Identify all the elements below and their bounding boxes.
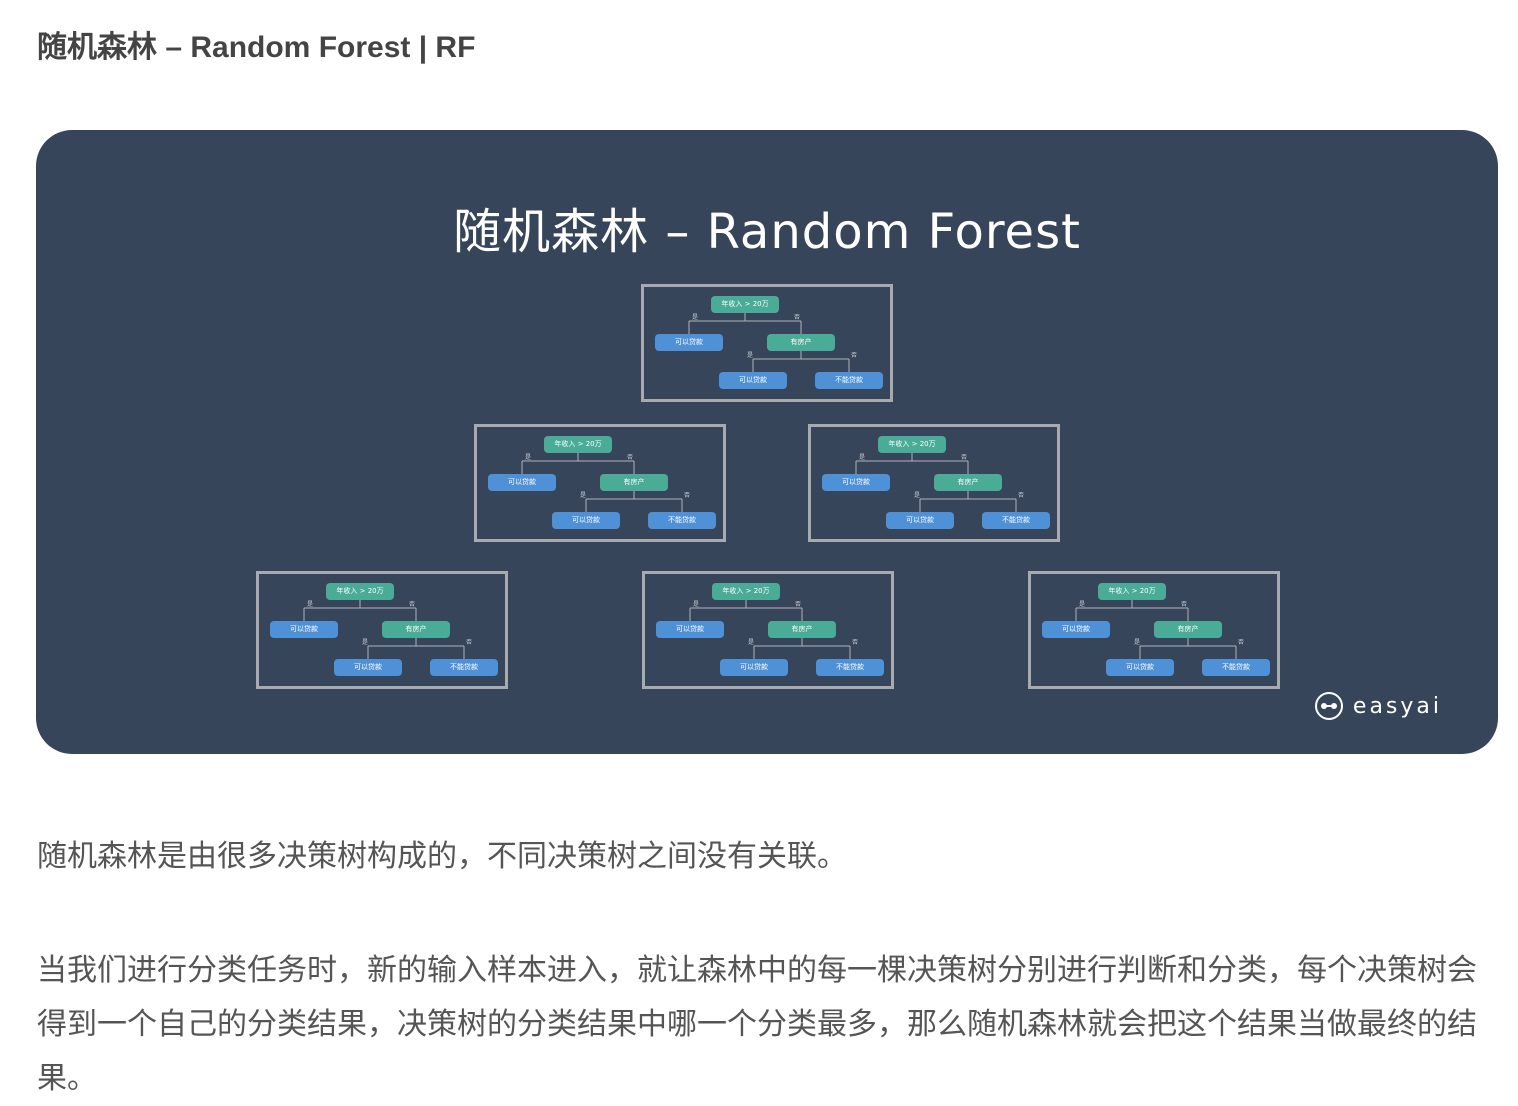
tree-connector-line <box>1139 638 1237 659</box>
tree-connector-line <box>689 600 803 621</box>
tree-branch-label: 否 <box>684 492 691 499</box>
tree-branch-label: 否 <box>961 454 968 461</box>
tree-connector-line <box>367 638 465 659</box>
banner-title: 随机森林 – Random Forest <box>453 204 1081 260</box>
tree-leaf-left: 可以贷款 <box>655 334 723 351</box>
tree-branch-label: 是 <box>692 314 699 321</box>
tree-branch-label: 是 <box>1079 601 1086 608</box>
tree-branch-label: 否 <box>851 352 858 359</box>
tree-leaf-left: 可以贷款 <box>822 474 890 491</box>
tree-node-mid: 有房产 <box>600 474 668 491</box>
tree-connector-line <box>303 600 417 621</box>
tree-branch-label: 是 <box>1134 639 1141 646</box>
tree-connectors <box>689 600 851 659</box>
tree-connector-line <box>752 351 850 372</box>
tree-leaf-mid: 可以贷款 <box>886 512 954 529</box>
tree-leaf-mid: 可以贷款 <box>552 512 620 529</box>
tree-connector-line <box>919 491 1017 512</box>
decision-tree: 是否是否年收入 > 20万可以贷款有房产可以贷款不能贷款 <box>1028 571 1280 689</box>
tree-leaf-mid: 可以贷款 <box>1106 659 1174 676</box>
tree-leaf-mid: 可以贷款 <box>334 659 402 676</box>
tree-connectors <box>1075 600 1237 659</box>
tree-connectors <box>688 313 850 372</box>
tree-leaf-right: 不能贷款 <box>815 372 883 389</box>
tree-branch-label: 否 <box>1018 492 1025 499</box>
tree-branch-label: 否 <box>794 314 801 321</box>
tree-branch-label: 否 <box>466 639 473 646</box>
tree-branch-label: 是 <box>747 352 754 359</box>
tree-connectors <box>303 600 465 659</box>
tree-leaf-right: 不能贷款 <box>982 512 1050 529</box>
tree-branch-label: 否 <box>852 639 859 646</box>
tree-branch-label: 否 <box>795 601 802 608</box>
decision-tree: 是否是否年收入 > 20万可以贷款有房产可以贷款不能贷款 <box>256 571 508 689</box>
tree-node-mid: 有房产 <box>382 621 450 638</box>
page-heading: 随机森林 – Random Forest | RF <box>37 31 476 64</box>
tree-branch-label: 否 <box>627 454 634 461</box>
decision-tree: 是否是否年收入 > 20万可以贷款有房产可以贷款不能贷款 <box>642 571 894 689</box>
tree-branch-label: 否 <box>1181 601 1188 608</box>
paragraph-classification: 当我们进行分类任务时，新的输入样本进入，就让森林中的每一棵决策树分别进行判断和分… <box>37 953 1477 1096</box>
tree-node-root: 年收入 > 20万 <box>712 583 780 600</box>
tree-leaf-left: 可以贷款 <box>270 621 338 638</box>
tree-connectors <box>855 453 1017 512</box>
tree-branch-label: 是 <box>525 454 532 461</box>
tree-node-mid: 有房产 <box>767 334 835 351</box>
tree-connector-line <box>688 313 802 334</box>
tree-connector-line <box>753 638 851 659</box>
tree-branch-label: 是 <box>580 492 587 499</box>
tree-leaf-mid: 可以贷款 <box>719 372 787 389</box>
tree-connectors <box>521 453 683 512</box>
tree-branch-label: 是 <box>914 492 921 499</box>
tree-leaf-mid: 可以贷款 <box>720 659 788 676</box>
easyai-logo-icon <box>1314 692 1343 720</box>
paragraph-intro: 随机森林是由很多决策树构成的，不同决策树之间没有关联。 <box>37 839 847 874</box>
tree-branch-label: 是 <box>748 639 755 646</box>
tree-leaf-right: 不能贷款 <box>430 659 498 676</box>
tree-node-mid: 有房产 <box>768 621 836 638</box>
tree-branch-label: 是 <box>362 639 369 646</box>
tree-branch-label: 是 <box>859 454 866 461</box>
random-forest-banner: 随机森林 – Random Forest 是否是否年收入 > 20万可以贷款有房… <box>36 130 1498 754</box>
tree-leaf-right: 不能贷款 <box>816 659 884 676</box>
tree-node-mid: 有房产 <box>1154 621 1222 638</box>
tree-leaf-left: 可以贷款 <box>488 474 556 491</box>
tree-node-root: 年收入 > 20万 <box>878 436 946 453</box>
decision-tree: 是否是否年收入 > 20万可以贷款有房产可以贷款不能贷款 <box>641 284 893 402</box>
tree-branch-label: 是 <box>307 601 314 608</box>
tree-branch-label: 否 <box>409 601 416 608</box>
tree-node-root: 年收入 > 20万 <box>544 436 612 453</box>
easyai-logo: easyai <box>1314 692 1442 720</box>
tree-leaf-left: 可以贷款 <box>1042 621 1110 638</box>
tree-node-root: 年收入 > 20万 <box>711 296 779 313</box>
tree-node-root: 年收入 > 20万 <box>326 583 394 600</box>
decision-tree: 是否是否年收入 > 20万可以贷款有房产可以贷款不能贷款 <box>474 424 726 542</box>
tree-leaf-right: 不能贷款 <box>1202 659 1270 676</box>
tree-connector-line <box>855 453 969 474</box>
tree-node-mid: 有房产 <box>934 474 1002 491</box>
tree-connector-line <box>1075 600 1189 621</box>
tree-leaf-right: 不能贷款 <box>648 512 716 529</box>
logo-text: easyai <box>1352 693 1442 719</box>
decision-tree: 是否是否年收入 > 20万可以贷款有房产可以贷款不能贷款 <box>808 424 1060 542</box>
tree-connector-line <box>585 491 683 512</box>
tree-node-root: 年收入 > 20万 <box>1098 583 1166 600</box>
tree-branch-label: 否 <box>1238 639 1245 646</box>
tree-connector-line <box>521 453 635 474</box>
tree-leaf-left: 可以贷款 <box>656 621 724 638</box>
tree-branch-label: 是 <box>693 601 700 608</box>
